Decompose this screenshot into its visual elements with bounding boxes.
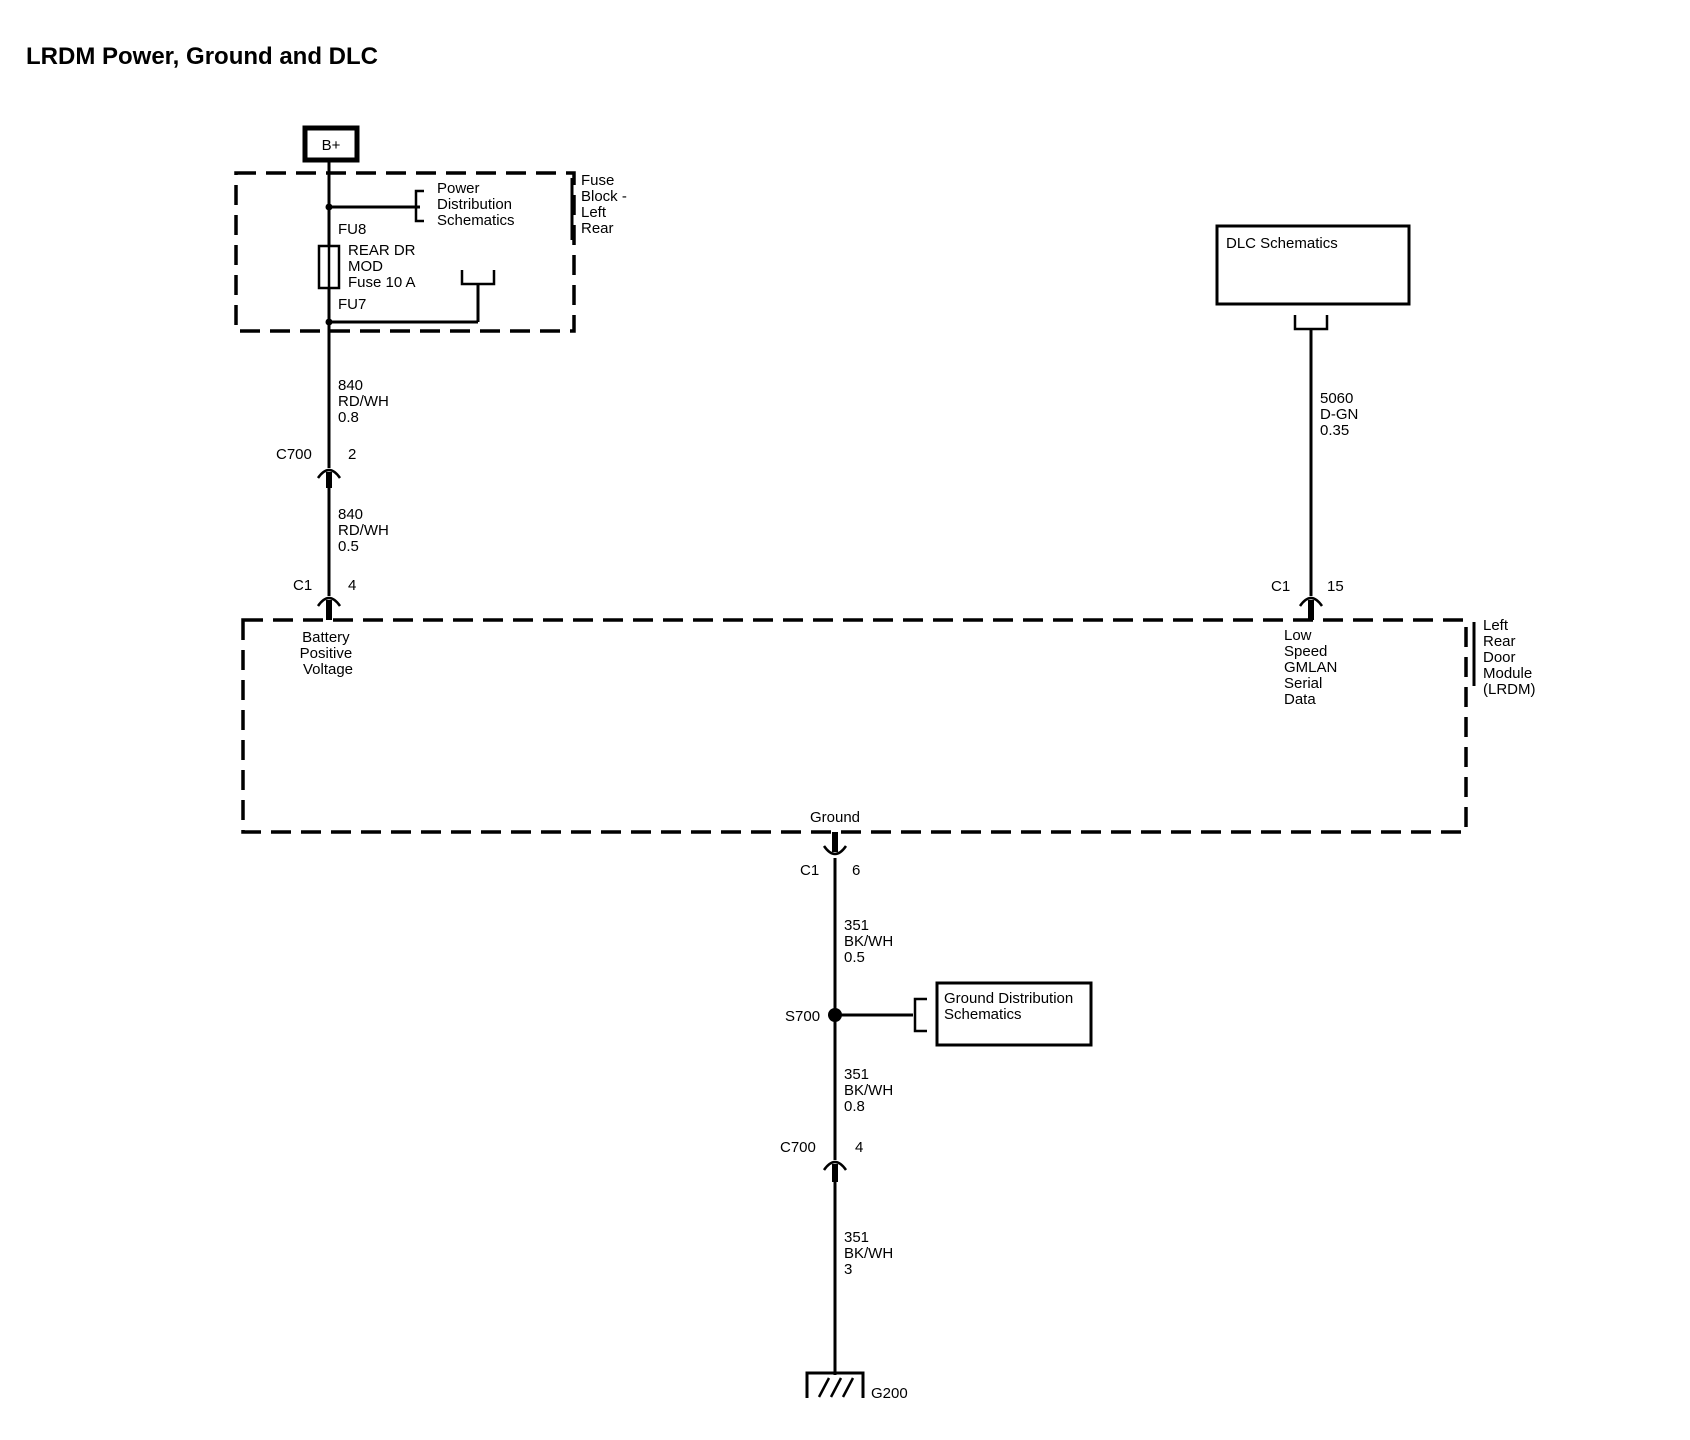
wire-840-upper-label: 840 RD/WH 0.8: [338, 377, 393, 426]
ground-dist-bracket: [913, 997, 927, 1033]
c1-batt-name: C1: [293, 577, 312, 594]
fuse-block-boundary: [234, 171, 576, 333]
splice-s700-label: S700: [785, 1008, 820, 1025]
ground-distribution-box: [935, 981, 1093, 1047]
fu7-branch-connector: [460, 270, 496, 286]
wire-351-upper-label: 351 BK/WH 0.5: [844, 917, 897, 966]
wire-351-middle-label: 351 BK/WH 0.8: [844, 1066, 897, 1115]
battery-source-label: B+: [322, 137, 341, 154]
connector-c1-pin15: [1298, 596, 1324, 620]
fu8-label: FU8: [338, 221, 366, 238]
ground-distribution-label: Ground Distribution Schematics: [944, 990, 1077, 1023]
connector-c1-pin6: [822, 832, 848, 856]
c700-bottom-name: C700: [780, 1139, 816, 1156]
c1-batt-pin: 4: [348, 577, 356, 594]
fu7-label: FU7: [338, 296, 366, 313]
wire-351-lower-label: 351 BK/WH 3: [844, 1229, 897, 1278]
dlc-schematics-label: DLC Schematics: [1226, 235, 1338, 252]
ground-symbol: [805, 1371, 865, 1398]
c700-top-name: C700: [276, 446, 312, 463]
dlc-connector: [1293, 315, 1329, 331]
c700-top-pin: 2: [348, 446, 356, 463]
wire-840-lower-label: 840 RD/WH 0.5: [338, 506, 393, 555]
battery-source: B+: [302, 125, 360, 163]
c1-data-pin: 15: [1327, 578, 1344, 595]
ground-terminal-label: Ground: [810, 809, 860, 826]
fuse-block-label: Fuse Block - Left Rear: [581, 172, 631, 237]
diagram-title: LRDM Power, Ground and DLC: [26, 43, 378, 70]
connector-c700-pin2: [316, 468, 342, 488]
power-dist-label: Power Distribution Schematics: [437, 180, 516, 229]
fuse-label: REAR DR MOD Fuse 10 A: [348, 242, 420, 291]
ground-g200-label: G200: [871, 1385, 908, 1402]
module-name-label: Left Rear Door Module (LRDM): [1483, 617, 1536, 698]
dlc-schematics-box: [1215, 224, 1411, 306]
c700-bottom-pin: 4: [855, 1139, 863, 1156]
serial-data-label: Low Speed GMLAN Serial Data: [1284, 627, 1342, 708]
connector-c1-pin4: [316, 596, 342, 620]
wire-5060-label: 5060 D-GN 0.35: [1320, 390, 1363, 439]
connector-c700-pin4: [822, 1160, 848, 1182]
c1-gnd-pin: 6: [852, 862, 860, 879]
lrdm-module-boundary: [241, 618, 1468, 834]
c1-data-name: C1: [1271, 578, 1290, 595]
c1-gnd-name: C1: [800, 862, 819, 879]
power-dist-bracket: [414, 189, 424, 223]
battery-positive-voltage-label: Battery Positive Voltage: [300, 629, 357, 678]
